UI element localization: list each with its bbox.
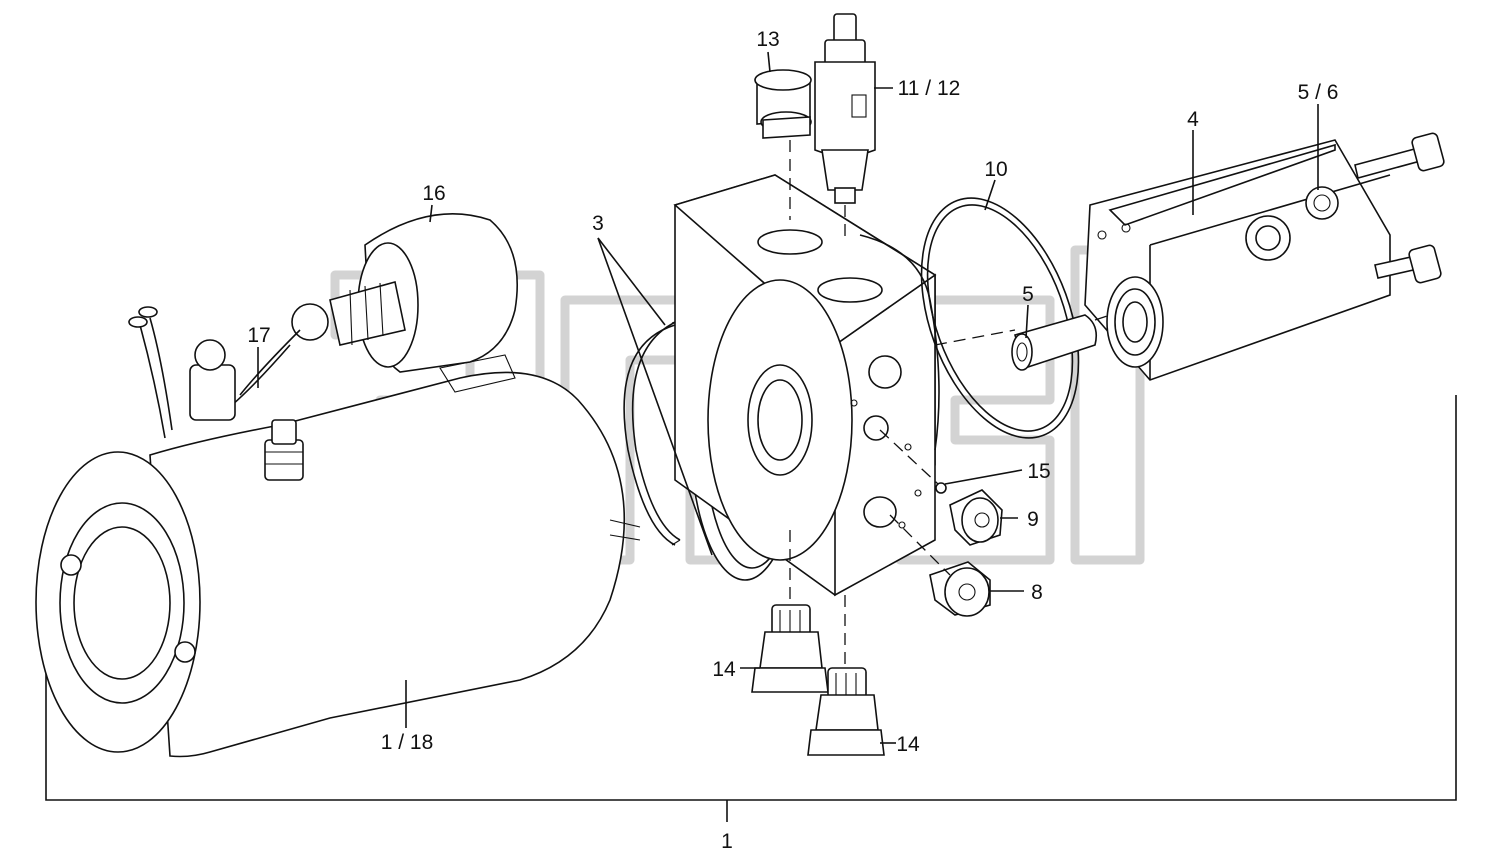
callout-labels: 1 1 / 18 3 4 5 / 6 5 10 11 / 12 13 15 9 … — [247, 28, 1338, 853]
callout-5: 5 — [1022, 283, 1034, 306]
callout-10: 10 — [984, 158, 1007, 181]
callout-14-right: 14 — [896, 733, 920, 756]
callout-11-12: 11 / 12 — [898, 77, 961, 100]
electric-motor — [35, 354, 641, 758]
callout-17: 17 — [247, 324, 270, 347]
valve-block — [673, 174, 940, 597]
assembly-bracket — [45, 395, 1457, 822]
o-ring-small — [935, 482, 947, 494]
assembly-centerlines — [789, 140, 1111, 668]
callout-3: 3 — [592, 212, 604, 235]
plug-cap — [754, 69, 812, 139]
o-ring — [920, 197, 1080, 439]
callout-14-left: 14 — [712, 658, 736, 681]
leader-lines — [257, 51, 1319, 744]
terminal-stud — [264, 419, 304, 481]
plug-screw — [929, 561, 991, 617]
plug-screw — [949, 489, 1003, 546]
callout-1-18: 1 / 18 — [381, 731, 434, 754]
hydraulic-pump — [1084, 132, 1445, 381]
callout-9: 9 — [1027, 508, 1039, 531]
check-valve — [807, 667, 885, 756]
callout-15: 15 — [1027, 460, 1050, 483]
callout-13: 13 — [756, 28, 779, 51]
power-cable — [128, 306, 301, 439]
check-valve — [751, 604, 829, 693]
shaft-coupling — [1011, 314, 1098, 371]
solenoid-switch — [291, 213, 518, 373]
callout-4: 4 — [1187, 108, 1199, 131]
pressure-relief-valve — [814, 13, 876, 204]
pump-bolt — [1374, 244, 1442, 284]
pump-bolt — [1354, 132, 1445, 179]
callout-5-6: 5 / 6 — [1298, 81, 1339, 104]
callout-16: 16 — [422, 182, 445, 205]
callout-1: 1 — [721, 830, 733, 853]
callout-8: 8 — [1031, 581, 1043, 604]
